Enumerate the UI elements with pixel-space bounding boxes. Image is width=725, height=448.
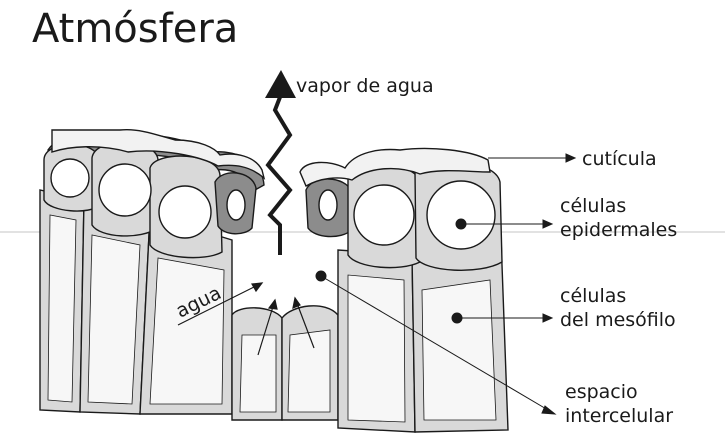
mesophyll-inner-right-1 — [347, 274, 406, 423]
water-arrow-1 — [177, 282, 263, 326]
label-celulas-epidermales-1: células — [560, 195, 626, 217]
pointer-mesofilo-arrow — [542, 313, 554, 323]
label-espacio-2: intercelular — [565, 405, 673, 427]
water-arrowhead-3 — [292, 296, 301, 310]
water-arrowhead-1 — [251, 282, 264, 293]
cuticle-right — [299, 147, 491, 187]
substomatal-inner-1 — [239, 334, 277, 413]
pointer-espacio-arrow — [541, 405, 557, 415]
pointer-cuticula-arrow — [565, 153, 577, 163]
left-tissue — [39, 128, 266, 415]
pointer-epidermales-arrow — [542, 219, 554, 229]
epidermal-vacuole-right-2 — [426, 180, 496, 250]
pointer-espacio-line — [320, 275, 549, 411]
mesophyll-inner-left-3 — [149, 257, 225, 405]
label-espacio-1: espacio — [565, 381, 638, 403]
label-celulas-epidermales-2: epidermales — [560, 219, 677, 241]
substomatal-cells — [231, 305, 339, 421]
label-cuticula: cutícula — [582, 148, 657, 170]
substomatal-inner-2 — [287, 329, 331, 413]
epidermal-vacuole-right-1 — [353, 184, 415, 246]
diagram-title: Atmósfera — [32, 6, 238, 52]
cuticle-left-top — [51, 128, 266, 180]
label-celulas-mesofilo-2: del mesófilo — [560, 309, 676, 331]
epidermal-vacuole-left-1 — [50, 158, 90, 198]
epidermal-vacuole-left-2 — [98, 163, 152, 217]
label-celulas-mesofilo-1: células — [560, 285, 626, 307]
mesophyll-inner-left-2 — [87, 234, 141, 405]
pointers — [315, 153, 577, 415]
water-arrow-2 — [257, 299, 276, 356]
water-arrowhead-2 — [267, 298, 278, 310]
guard-cell-opening-left — [226, 189, 246, 221]
guard-cell-opening-right — [318, 189, 338, 221]
mesophyll-inner-right-2 — [421, 279, 497, 421]
vapor-arrowhead — [265, 70, 296, 98]
water-arrows — [177, 282, 315, 356]
vapor-zigzag-line — [265, 91, 293, 255]
vapor-path — [265, 70, 296, 255]
epidermal-vacuole-left-3 — [158, 185, 212, 239]
mesophyll-inner-left-1 — [47, 214, 77, 403]
label-vapor-de-agua: vapor de agua — [296, 75, 434, 97]
